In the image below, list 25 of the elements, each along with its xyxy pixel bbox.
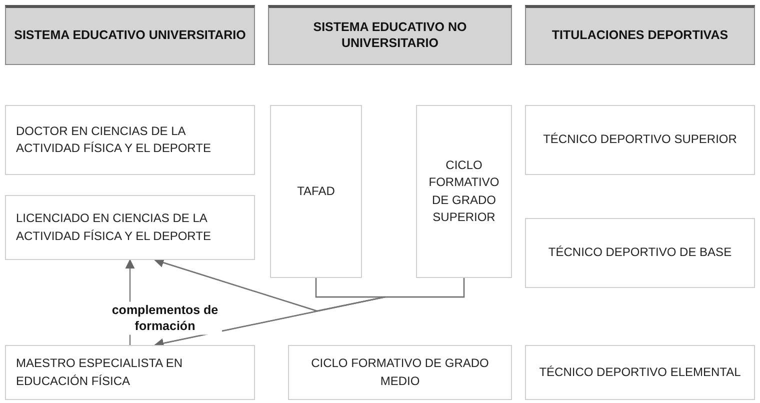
process-box [416, 105, 512, 278]
node-text: SISTEMA EDUCATIVO UNIVERSITARIO [14, 28, 246, 44]
process-box [5, 105, 255, 175]
column-header [5, 5, 255, 65]
process-box [288, 345, 512, 400]
node-text: TAFAD [297, 182, 335, 200]
process-box [270, 105, 362, 278]
node-text: CICLO FORMATIVO DE GRADO MEDIO [310, 355, 490, 390]
node-text: TÉCNICO DEPORTIVO SUPERIOR [543, 131, 737, 148]
node-text: TÉCNICO DEPORTIVO DE BASE [548, 244, 732, 262]
node-text: TITULACIONES DEPORTIVAS [552, 28, 728, 44]
column-header [268, 5, 512, 65]
node-text: MAESTRO ESPECIALISTA EN EDUCACIÓN FÍSICA [16, 355, 184, 390]
node-text: LICENCIADO EN CIENCIAS DE LA ACTIVIDAD FÍSICA Y EL DEPORTE [16, 210, 212, 244]
node-text: TÉCNICO DEPORTIVO ELEMENTAL [539, 364, 741, 381]
process-box [525, 105, 755, 175]
arrow [154, 278, 465, 348]
process-box [5, 195, 255, 260]
process-box [525, 345, 755, 400]
process-box [525, 218, 755, 288]
process-box [5, 345, 255, 400]
column-header [525, 5, 755, 65]
node-text: CICLO FORMATIVO DE GRADO SUPERIOR [428, 156, 500, 226]
node-text: SISTEMA EDUCATIVO NO UNIVERSITARIO [312, 20, 468, 52]
node-text: DOCTOR EN CIENCIAS DE LA ACTIVIDAD FÍSICA Y EL DEPORTE [16, 122, 212, 157]
